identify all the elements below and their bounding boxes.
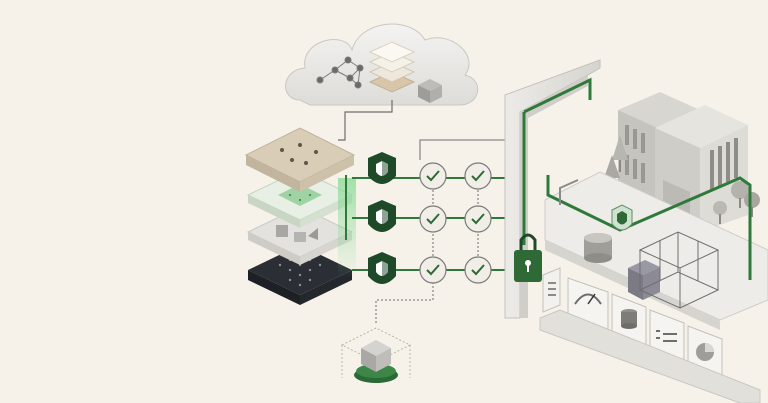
node-dots [280, 143, 318, 165]
server-rack-icon [628, 260, 660, 300]
check-icon [464, 205, 492, 233]
check-icon [464, 256, 492, 284]
layer-stack-icon [368, 41, 416, 93]
check-icon [419, 205, 447, 233]
wireframe-structure [638, 231, 720, 309]
check-icon [419, 256, 447, 284]
cube-icon [276, 225, 318, 242]
cloud-connector-line [338, 100, 393, 141]
chip-layer-stack [244, 127, 356, 305]
shield-icon [368, 200, 396, 232]
database-icon [611, 293, 647, 346]
shield-icon [368, 252, 396, 284]
platform-base-step [539, 309, 761, 403]
gateway-frame [504, 59, 601, 319]
shield-icon [611, 204, 633, 231]
output-cube-box [340, 327, 412, 383]
check-icon [419, 162, 447, 190]
tree-icon [713, 181, 760, 224]
check-icon [464, 162, 492, 190]
lock-icon [514, 233, 542, 282]
database-icon [584, 233, 612, 263]
shield-icon [368, 152, 396, 184]
cube-icon [361, 340, 391, 372]
network-graph-icon [316, 56, 364, 89]
tile-list-icon [542, 267, 561, 313]
cube-icon [418, 79, 442, 103]
